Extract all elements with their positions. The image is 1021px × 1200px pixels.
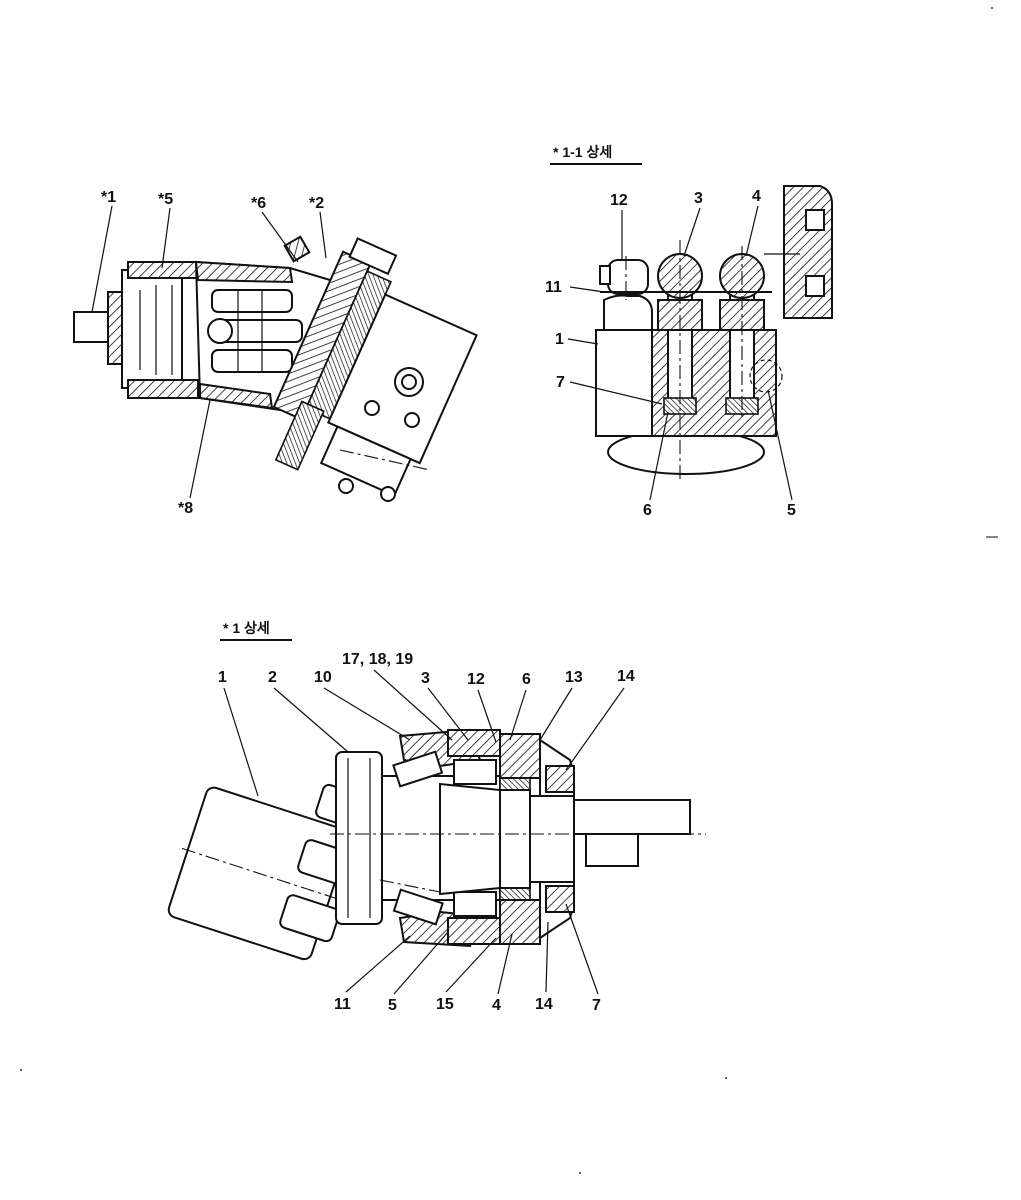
callout-14-bottom: 14	[535, 996, 553, 1013]
detail-1-1: * 1-1 상세	[550, 144, 833, 480]
callout-star-2: *2	[309, 195, 324, 212]
overview-assembly-drawing	[73, 235, 478, 502]
overview-callouts: *1 *5 *6 *2 *8	[91, 189, 327, 517]
scan-specks	[20, 7, 998, 1174]
callout-2: 2	[268, 669, 277, 686]
detail-1-1-title: * 1-1 상세	[553, 144, 612, 160]
callout-17-18-19: 17, 18, 19	[342, 651, 413, 668]
detail-1-1-callouts: 12 3 4 11 1 7 6 5	[545, 188, 796, 519]
callout-13: 13	[565, 669, 583, 686]
detail-1-callouts: 1 2 17, 18, 19 10 3 12 6 13 14 11 5 15 4…	[218, 651, 635, 1014]
callout-14-top: 14	[617, 668, 635, 685]
detail-1: * 1 상세	[167, 620, 706, 961]
overview-pistons	[207, 289, 303, 373]
callout-6: 6	[643, 502, 652, 519]
callout-12: 12	[467, 671, 485, 688]
callout-1: 1	[555, 331, 564, 348]
detail-1-title: * 1 상세	[223, 620, 270, 636]
callout-15: 15	[436, 996, 454, 1013]
callout-star-5: *5	[158, 191, 173, 208]
callout-12: 12	[610, 192, 628, 209]
callout-1: 1	[218, 669, 227, 686]
callout-3: 3	[421, 670, 430, 687]
callout-5: 5	[787, 502, 796, 519]
callout-star-1: *1	[101, 189, 116, 206]
callout-11: 11	[545, 279, 562, 296]
callout-11: 11	[334, 996, 351, 1013]
callout-7: 7	[556, 374, 565, 391]
callout-4: 4	[492, 997, 501, 1014]
callout-6: 6	[522, 671, 531, 688]
callout-4: 4	[752, 188, 761, 205]
callout-10: 10	[314, 669, 332, 686]
callout-star-6: *6	[251, 195, 266, 212]
callout-7: 7	[592, 997, 601, 1014]
callout-5: 5	[388, 997, 397, 1014]
callout-star-8: *8	[178, 500, 193, 517]
callout-3: 3	[694, 190, 703, 207]
